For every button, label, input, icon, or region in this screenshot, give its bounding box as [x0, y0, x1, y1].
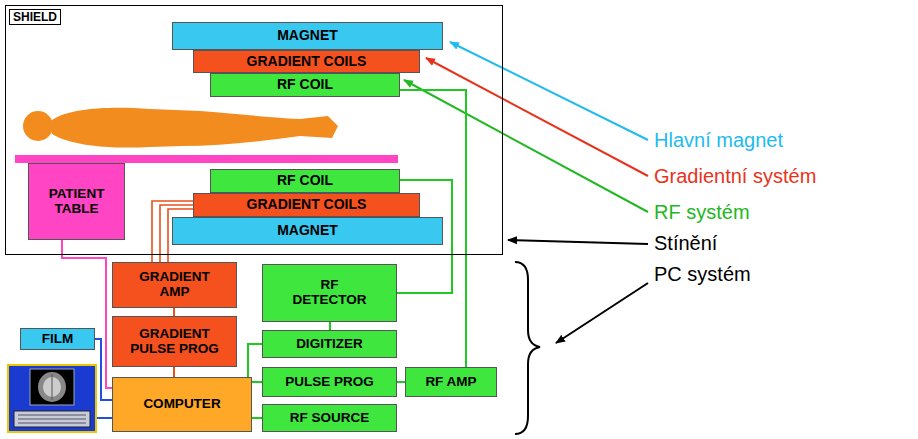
digitizer-box: DIGITIZER: [262, 330, 397, 358]
box-label: RF AMP: [425, 375, 476, 390]
wire: [62, 240, 112, 388]
brace: [515, 262, 540, 434]
shield-label: SHIELD: [9, 9, 61, 25]
connector: [248, 344, 262, 377]
callout-label: Hlavní magnet: [654, 128, 783, 152]
rf-detector-box: RF DETECTOR: [262, 264, 397, 322]
rf-amp-box: RF AMP: [405, 367, 497, 397]
rf-source-box: RF SOURCE: [262, 404, 397, 432]
pulse-prog-box: PULSE PROG: [262, 367, 397, 397]
leader-arrow: [450, 42, 648, 140]
leader-arrow: [404, 80, 648, 212]
shield-box: SHIELD MAGNET GRADIENT COILS RF COIL PATIENT…: [5, 5, 503, 255]
film-box: FILM: [20, 328, 95, 350]
magnet-box: MAGNET: [172, 217, 443, 245]
box-label: GRADIENT AMP: [136, 270, 214, 300]
box-label: RF COIL: [277, 173, 333, 188]
patient-table-box: PATIENT TABLE: [28, 163, 125, 240]
box-label: RF DETECTOR: [292, 278, 367, 308]
box-label: GRADIENT COILS: [247, 54, 367, 69]
box-label: PATIENT TABLE: [39, 187, 114, 217]
gradient-coil-box: GRADIENT COILS: [193, 50, 420, 73]
leader-arrow: [556, 283, 648, 343]
callout-label: RF systém: [654, 200, 750, 224]
box-label: GRADIENT COILS: [247, 197, 367, 212]
wire: [329, 322, 331, 330]
monitor-wire: [97, 417, 112, 419]
box-label: GRADIENT PULSE PROG: [129, 327, 221, 357]
connector: [62, 240, 112, 388]
magnet-box: MAGNET: [172, 22, 443, 50]
connector: [397, 382, 405, 383]
box-label: DIGITIZER: [296, 337, 363, 352]
wire: [397, 381, 405, 383]
box-label: MAGNET: [277, 223, 338, 238]
box-label: RF COIL: [277, 77, 333, 92]
table-bar: [15, 155, 398, 163]
rf-coil-box: RF COIL: [210, 73, 400, 97]
wire: [252, 417, 262, 419]
callout-label: PC systém: [654, 262, 751, 286]
monitor-icon: [8, 365, 96, 432]
callout-label: Stínění: [654, 231, 717, 255]
connector: [174, 308, 175, 316]
wire: [248, 344, 262, 377]
connector: [174, 367, 175, 377]
box-label: MAGNET: [277, 28, 338, 43]
wire: [173, 367, 175, 377]
gradient-coil-box: GRADIENT COILS: [193, 193, 420, 217]
wire: [252, 381, 262, 383]
connector: [95, 339, 112, 400]
leader-arrow: [426, 58, 648, 176]
box-label: COMPUTER: [143, 397, 220, 412]
gradient-amp-box: GRADIENT AMP: [112, 262, 237, 308]
callout-label: Gradientní systém: [654, 164, 816, 188]
box-label: RF SOURCE: [290, 411, 370, 426]
rf-coil-box: RF COIL: [210, 169, 400, 193]
connector: [252, 418, 262, 419]
wire: [95, 339, 112, 400]
patient-silhouette: [23, 108, 338, 148]
connector: [252, 382, 262, 383]
box-label: FILM: [42, 332, 74, 347]
connector: [330, 322, 331, 330]
wire: [173, 308, 175, 316]
box-label: PULSE PROG: [285, 375, 374, 390]
computer-box: COMPUTER: [112, 377, 252, 432]
leader-arrow: [508, 240, 648, 244]
gradient-pulse-box: GRADIENT PULSE PROG: [112, 316, 237, 367]
